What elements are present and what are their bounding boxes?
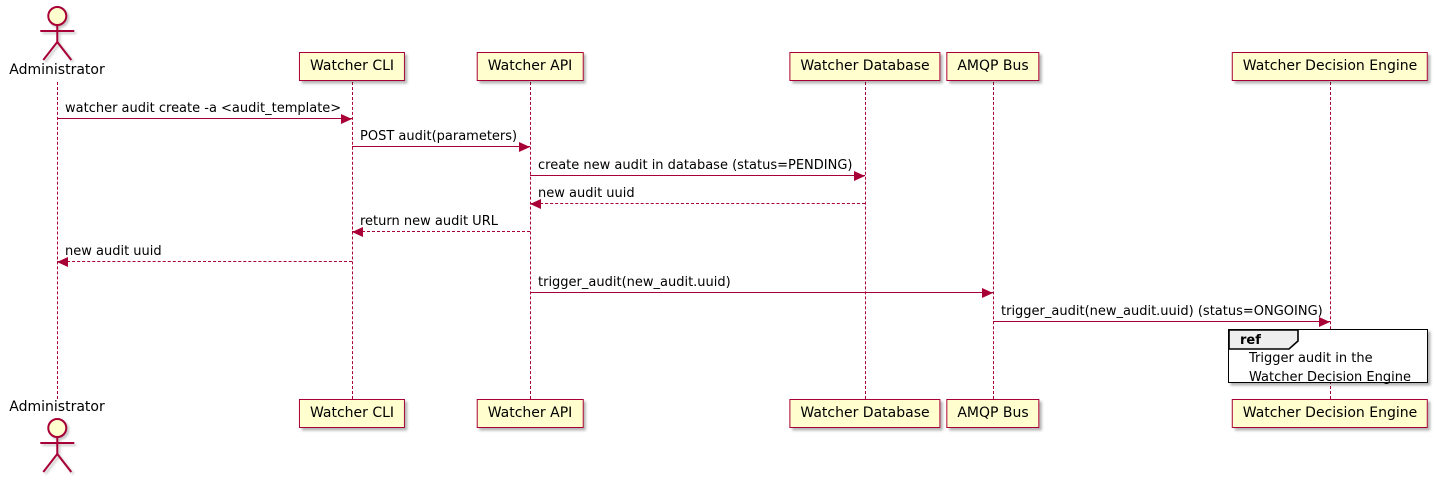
- lifeline-watcher-api: [530, 82, 531, 399]
- participant-watcher-database-bottom: Watcher Database: [789, 399, 941, 428]
- message-label-3: create new audit in database (status=PEN…: [538, 158, 853, 173]
- message-line-6: [57, 261, 352, 262]
- actor-administrator-bottom: Administrator: [9, 399, 105, 475]
- message-label-5: return new audit URL: [360, 214, 498, 229]
- actor-icon: [40, 6, 74, 61]
- message-label-4: new audit uuid: [538, 186, 635, 201]
- participant-watcher-decision-engine-top: Watcher Decision Engine: [1231, 52, 1429, 81]
- ref-keyword: ref: [1240, 333, 1261, 348]
- ref-fragment: ref Trigger audit in the Watcher Decisio…: [1228, 329, 1428, 385]
- actor-label-bottom: Administrator: [9, 399, 105, 415]
- lifeline-amqp-bus: [993, 82, 994, 399]
- participant-watcher-cli-bottom: Watcher CLI: [298, 399, 406, 428]
- arrowhead-icon: [352, 226, 363, 237]
- message-label-1: watcher audit create -a <audit_template>: [65, 101, 342, 116]
- message-label-2: POST audit(parameters): [360, 129, 518, 144]
- participant-amqp-bus-top: AMQP Bus: [946, 52, 1040, 81]
- arrowhead-icon: [57, 256, 68, 267]
- arrowhead-icon: [982, 287, 993, 298]
- actor-label-top: Administrator: [9, 62, 105, 78]
- lifeline-administrator: [57, 82, 58, 399]
- message-line-3: [530, 175, 865, 176]
- arrowhead-icon: [1319, 316, 1330, 327]
- participant-watcher-api-top: Watcher API: [476, 52, 584, 81]
- arrowhead-icon: [341, 113, 352, 124]
- lifeline-watcher-decision-engine: [1330, 82, 1331, 399]
- ref-text-line: Trigger audit in the: [1249, 351, 1373, 366]
- message-line-2: [352, 146, 530, 147]
- message-label-6: new audit uuid: [65, 244, 162, 259]
- message-line-1: [57, 118, 352, 119]
- message-line-4: [530, 203, 865, 204]
- ref-tab: ref: [1228, 329, 1299, 350]
- message-line-7: [530, 292, 993, 293]
- participant-watcher-api-bottom: Watcher API: [476, 399, 584, 428]
- message-line-8: [993, 321, 1330, 322]
- arrowhead-icon: [854, 170, 865, 181]
- participant-amqp-bus-bottom: AMQP Bus: [946, 399, 1040, 428]
- participant-watcher-database-top: Watcher Database: [789, 52, 941, 81]
- message-line-5: [352, 231, 530, 232]
- lifeline-watcher-database: [865, 82, 866, 399]
- actor-administrator-top: Administrator: [9, 4, 105, 78]
- arrowhead-icon: [530, 198, 541, 209]
- lifeline-watcher-cli: [352, 82, 353, 399]
- ref-text-line: Watcher Decision Engine: [1249, 370, 1411, 385]
- actor-icon: [40, 418, 74, 473]
- arrowhead-icon: [519, 141, 530, 152]
- message-label-8: trigger_audit(new_audit.uuid) (status=ON…: [1001, 304, 1323, 319]
- participant-watcher-decision-engine-bottom: Watcher Decision Engine: [1231, 399, 1429, 428]
- message-label-7: trigger_audit(new_audit.uuid): [538, 275, 731, 290]
- ref-body: Trigger audit in the Watcher Decision En…: [1229, 330, 1427, 389]
- participant-watcher-cli-top: Watcher CLI: [298, 52, 406, 81]
